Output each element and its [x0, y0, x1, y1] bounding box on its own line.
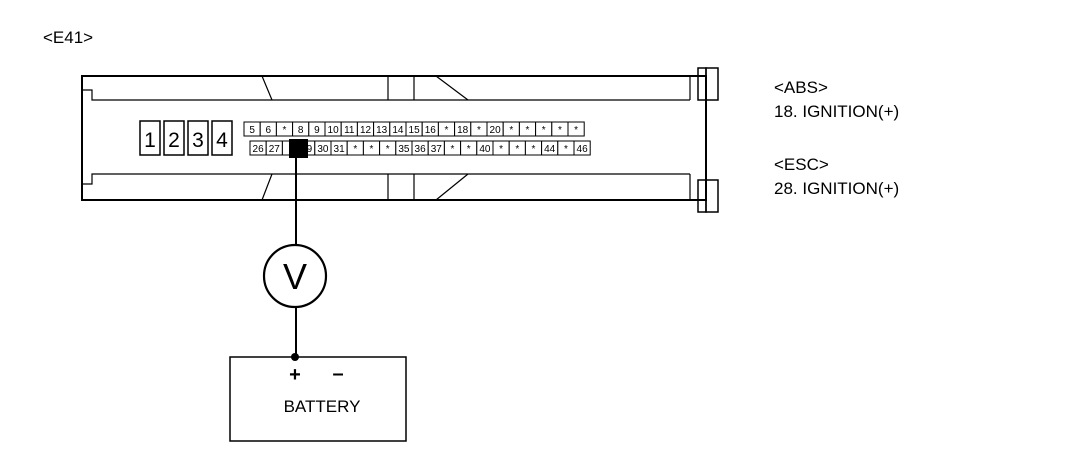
- large-pin-label: 2: [168, 129, 180, 152]
- top-pin-label: 12: [360, 125, 372, 136]
- connector-id-label: <E41>: [43, 28, 93, 47]
- top-pin-label: *: [574, 125, 578, 136]
- bottom-pin-label: 44: [544, 144, 556, 155]
- large-pin-cell: [211, 120, 233, 156]
- top-pin-label: *: [558, 125, 562, 136]
- battery-plus-sign: +: [289, 364, 301, 386]
- bottom-pin-label: *: [451, 144, 455, 155]
- bottom-pin-label: *: [370, 144, 374, 155]
- bottom-pin-label: *: [499, 144, 503, 155]
- top-pin-label: 5: [249, 125, 255, 136]
- battery-terminal-dot: [291, 353, 299, 361]
- module-abs-block: <ABS> 18. IGNITION(+): [774, 76, 899, 124]
- bottom-pin-label: *: [467, 144, 471, 155]
- bottom-pin-label: *: [532, 144, 536, 155]
- bottom-pin-label: 27: [269, 144, 281, 155]
- bottom-pin-label: 30: [317, 144, 329, 155]
- top-pin-label: *: [477, 125, 481, 136]
- bottom-pin-label: *: [564, 144, 568, 155]
- top-pin-label: 18: [457, 125, 469, 136]
- voltmeter: V: [262, 243, 328, 309]
- top-pin-label: 11: [344, 125, 355, 136]
- top-pin-label: *: [283, 125, 287, 136]
- large-pin-label: 3: [192, 129, 204, 152]
- bottom-pin-label: 37: [431, 144, 443, 155]
- top-pin-label: 15: [409, 125, 421, 136]
- probed-pin: [289, 139, 308, 158]
- bottom-pin-label: *: [386, 144, 390, 155]
- top-pin-label: *: [526, 125, 530, 136]
- large-pin-cell: [139, 120, 161, 156]
- connector-housing: [81, 67, 719, 213]
- battery-label: BATTERY: [284, 397, 361, 416]
- top-pin-label: 9: [314, 125, 320, 136]
- large-pin-label: 1: [144, 129, 156, 152]
- bottom-pin-label: 46: [577, 144, 589, 155]
- top-pin-label: 13: [376, 125, 388, 136]
- large-pin-block: [139, 120, 233, 156]
- top-pin-label: 20: [490, 125, 502, 136]
- top-pin-label: 8: [298, 125, 304, 136]
- top-pin-label: 16: [425, 125, 437, 136]
- bottom-pin-label: *: [515, 144, 519, 155]
- module-pin-desc-abs: 18. IGNITION(+): [774, 102, 900, 121]
- top-pin-label: 6: [266, 125, 272, 136]
- bottom-pin-label: 35: [398, 144, 410, 155]
- top-pin-label: *: [509, 125, 513, 136]
- pin-cell: [573, 140, 591, 156]
- bottom-pin-label: 31: [334, 144, 346, 155]
- large-pin-cell: [163, 120, 185, 156]
- module-name-esc: <ESC>: [774, 155, 829, 174]
- large-pin-labels: 1 2 3 4: [144, 129, 228, 152]
- voltmeter-symbol: V: [283, 256, 307, 297]
- bottom-pin-label: 26: [253, 144, 265, 155]
- bottom-pin-label: 40: [479, 144, 491, 155]
- module-pin-desc-esc: 28. IGNITION(+): [774, 179, 900, 198]
- battery: + – BATTERY: [229, 353, 407, 442]
- module-esc-block: <ESC> 28. IGNITION(+): [774, 153, 899, 201]
- bottom-pin-label: 36: [415, 144, 427, 155]
- bottom-pin-label: *: [353, 144, 357, 155]
- large-pin-label: 4: [216, 129, 228, 152]
- top-pin-label: *: [445, 125, 449, 136]
- top-pin-label: 14: [392, 125, 404, 136]
- pin-cell: [567, 121, 585, 137]
- module-name-abs: <ABS>: [774, 78, 828, 97]
- battery-minus-sign: –: [332, 363, 343, 385]
- large-pin-cell: [187, 120, 209, 156]
- top-pin-label: *: [542, 125, 546, 136]
- top-pin-label: 10: [328, 125, 340, 136]
